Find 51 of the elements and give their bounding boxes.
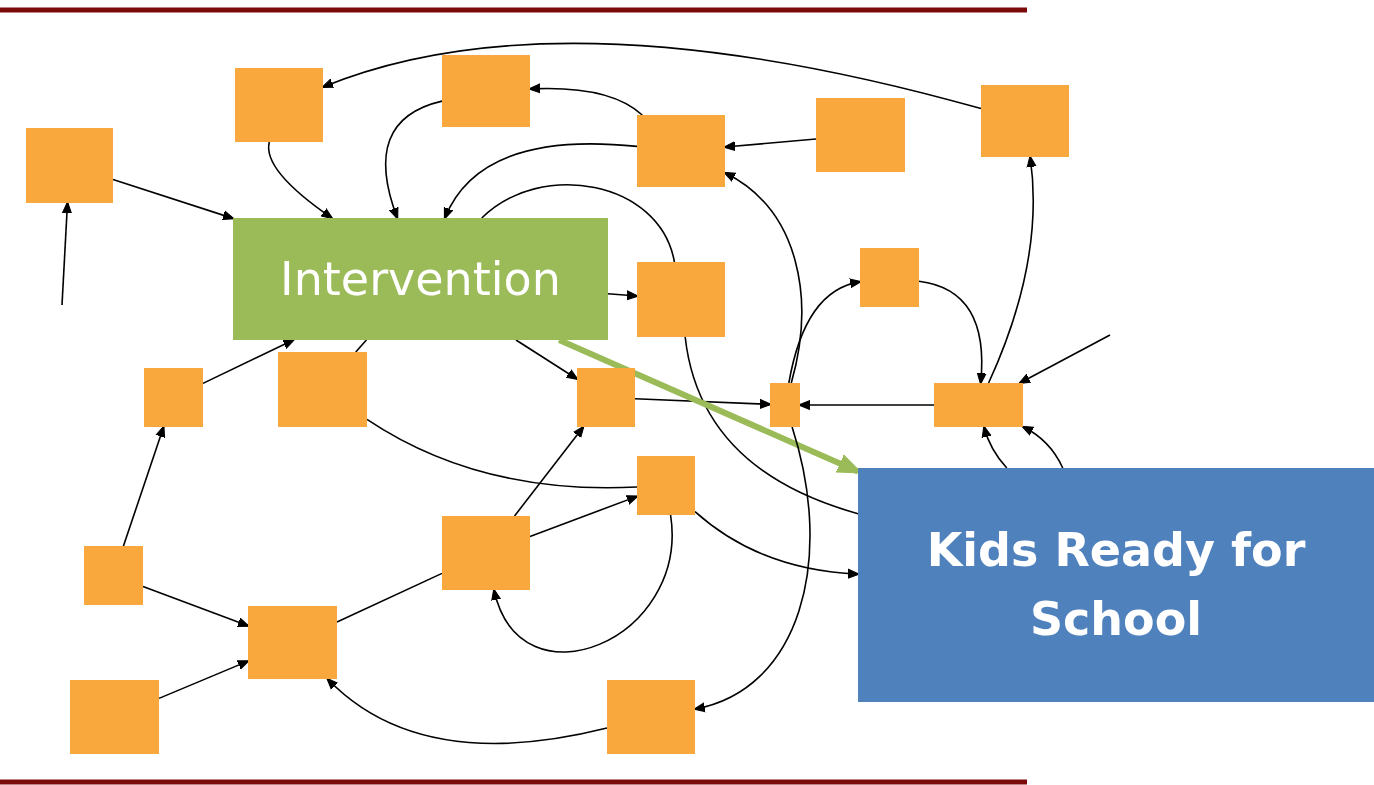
process-box [637, 456, 695, 515]
arrow [918, 280, 987, 385]
arrow [987, 155, 1037, 384]
arrow [515, 339, 579, 381]
process-box [607, 680, 695, 754]
process-box [860, 248, 919, 307]
arrow [694, 510, 860, 579]
arrow [384, 100, 443, 220]
arrow [788, 279, 862, 384]
arrow [443, 143, 638, 220]
arrow [513, 425, 585, 517]
process-box [816, 98, 905, 172]
arrow [202, 338, 295, 385]
node-label: Kids Ready for School [925, 522, 1307, 648]
connector-line [480, 184, 676, 263]
arrow [158, 660, 250, 700]
process-box [278, 352, 367, 427]
process-box [637, 262, 725, 337]
node-label: Intervention [280, 252, 561, 306]
arrow [122, 425, 166, 547]
intervention-box [233, 218, 608, 340]
process-box [26, 128, 113, 203]
arrow [634, 397, 772, 409]
arrow [982, 425, 1008, 469]
arrow [326, 677, 608, 745]
arrow [61, 201, 72, 306]
process-box [235, 68, 323, 142]
process-box [442, 516, 530, 590]
arrow [607, 290, 639, 301]
process-box [84, 546, 143, 605]
arrow [492, 514, 673, 653]
outcome-box [858, 468, 1374, 702]
process-box [981, 85, 1069, 157]
process-box [577, 368, 635, 427]
arrow [142, 585, 250, 628]
arrow [1018, 334, 1111, 385]
arrow [1021, 425, 1064, 469]
connector-line [366, 418, 638, 489]
connector-line [354, 339, 368, 353]
process-box [934, 383, 1023, 427]
process-box [248, 606, 337, 679]
process-box [442, 55, 530, 127]
process-box [70, 680, 159, 754]
process-box [144, 368, 203, 427]
connector-line [336, 572, 443, 623]
process-box [637, 115, 725, 187]
arrow [529, 495, 639, 538]
arrow [112, 178, 235, 221]
arrow [267, 141, 334, 220]
process-box [770, 383, 800, 427]
connector-line [684, 336, 859, 515]
